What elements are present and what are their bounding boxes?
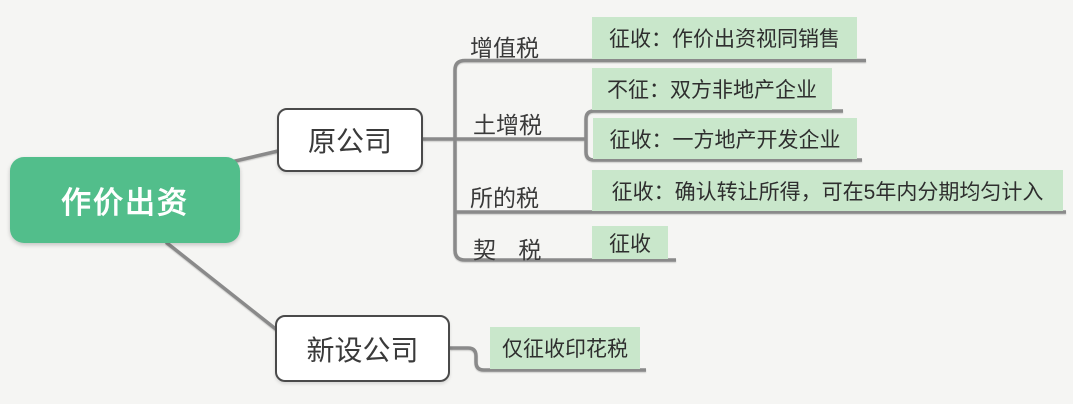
subtopic-vat-label[interactable]: 增值税 [470,35,539,61]
branch-topic-original-company[interactable]: 原公司 [277,108,423,172]
leaf-land-tax-not-levied[interactable]: 不征：双方非地产企业 [592,68,832,110]
leaf-deed-tax-levy[interactable]: 征收 [592,226,668,259]
connector-spine-vat-deed-underlines [453,58,866,262]
subtopic-land-appreciation-tax-label[interactable]: 土增税 [473,112,542,138]
leaf-land-tax-levied[interactable]: 征收：一方地产开发企业 [593,118,857,159]
leaf-vat-levy[interactable]: 征收：作价出资视同销售 [592,17,857,59]
connector-land-tax-bracket [584,109,862,162]
connector-root-to-original-company [229,149,280,164]
connector-root-to-new-company [165,241,279,332]
root-topic[interactable]: 作价出资 [10,157,240,243]
leaf-income-tax-levy[interactable]: 征收：确认转让所得，可在5年内分期均匀计入 [592,170,1063,211]
subtopic-income-tax-label[interactable]: 所的税 [470,185,539,211]
leaf-stamp-tax-only[interactable]: 仅征收印花税 [490,327,640,369]
subtopic-deed-tax-label[interactable]: 契 税 [473,237,550,263]
branch-topic-new-company[interactable]: 新设公司 [275,315,450,382]
connector-new-company-to-stamp-tax [450,346,646,372]
